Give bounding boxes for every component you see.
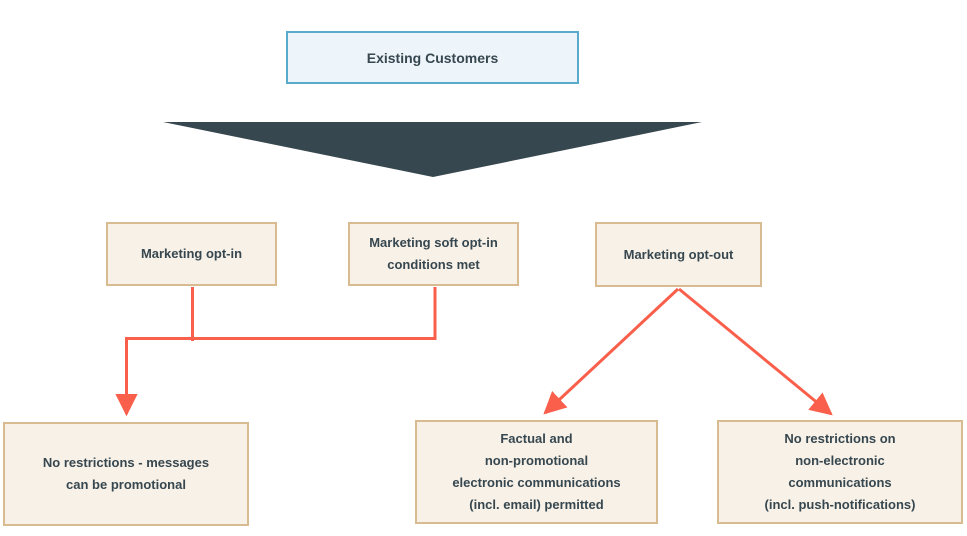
node-label: No restrictions - messages can be promot… [42, 455, 210, 492]
node-label: Existing Customers [366, 49, 499, 66]
connector-opt-out-to-outcome-3 [678, 287, 833, 416]
node-label: Marketing soft opt-in conditions met [369, 235, 498, 272]
node-label: Marketing opt-in [140, 246, 243, 261]
connector-merge-to-outcome-1 [115, 287, 437, 417]
node-no-restrictions-promotional: No restrictions - messages can be promot… [3, 422, 249, 526]
node-marketing-soft-opt-in: Marketing soft opt-in conditions met [348, 222, 519, 286]
node-no-restrictions-non-electronic: No restrictions on non-electronic commun… [717, 420, 963, 524]
node-factual-electronic-permitted: Factual and non-promotional electronic c… [415, 420, 658, 524]
node-label: Marketing opt-out [623, 246, 734, 262]
node-label: No restrictions on non-electronic commun… [764, 431, 916, 512]
connector-opt-out-to-outcome-2 [543, 287, 680, 415]
node-marketing-opt-out: Marketing opt-out [595, 222, 762, 287]
funnel-down-arrow-icon [163, 122, 702, 177]
node-marketing-opt-in: Marketing opt-in [106, 222, 277, 286]
node-label: Factual and non-promotional electronic c… [452, 431, 621, 512]
node-existing-customers: Existing Customers [286, 31, 579, 84]
